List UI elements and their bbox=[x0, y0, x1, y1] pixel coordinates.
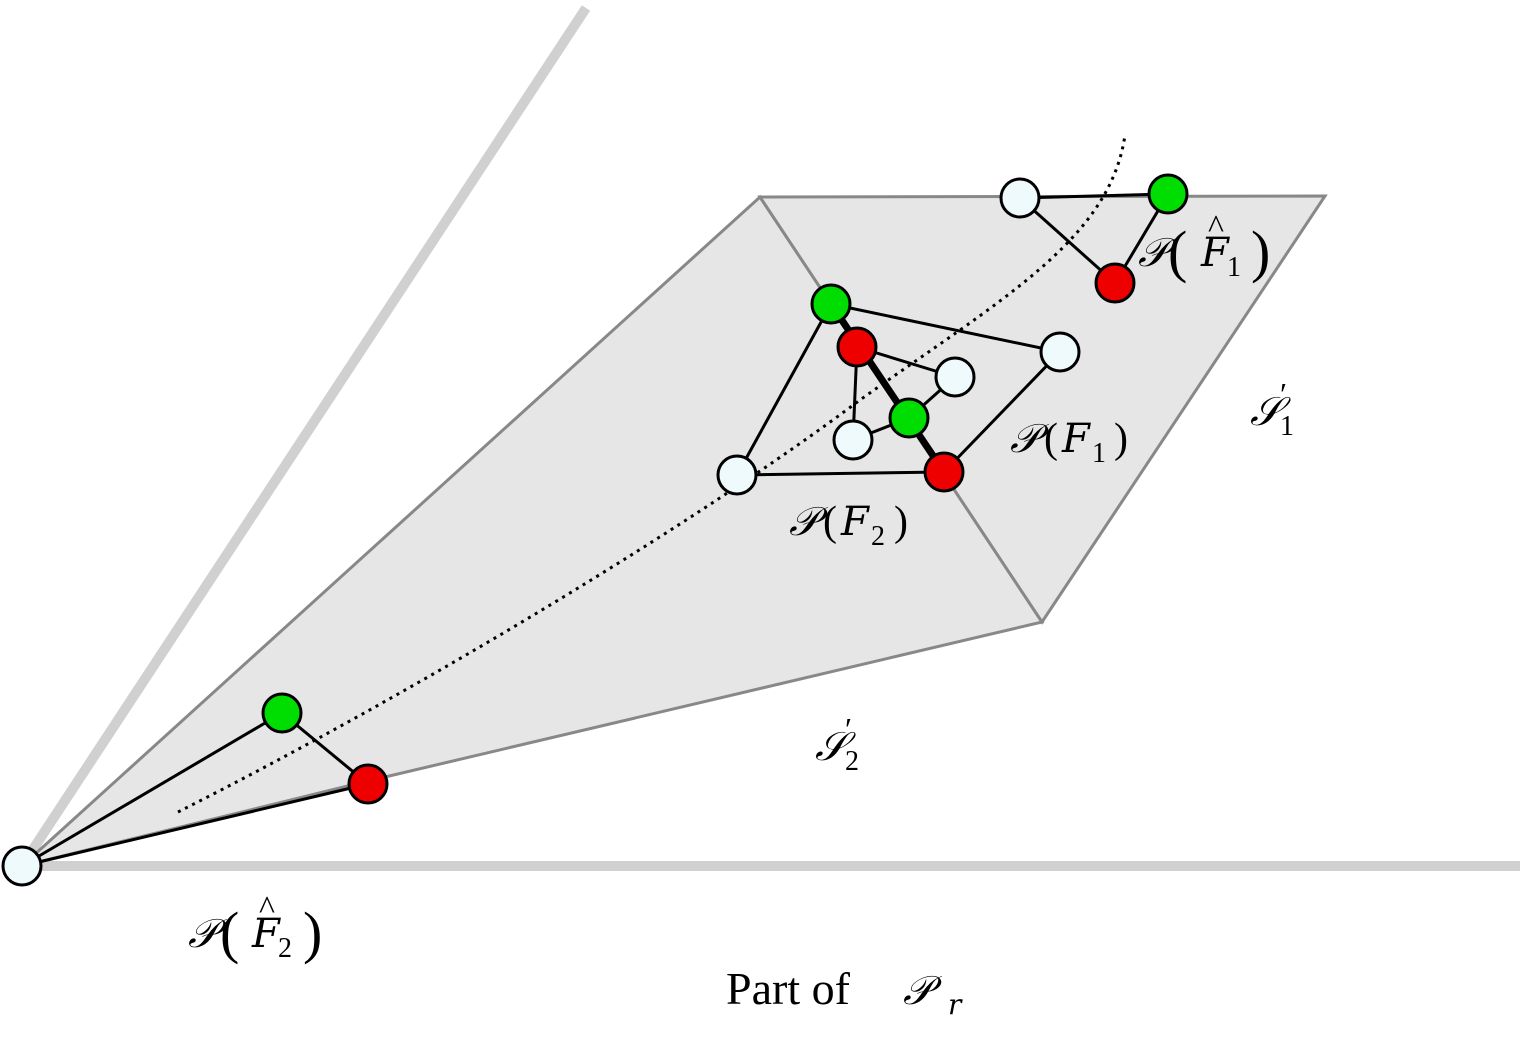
label-sub: 1 bbox=[1280, 411, 1294, 442]
label-var: F bbox=[1200, 230, 1230, 276]
p-f2-edges bbox=[735, 302, 1062, 477]
label-open-paren: ( bbox=[823, 499, 837, 545]
node-red-f-hat-1 bbox=[1094, 262, 1136, 304]
label-p-f1: 𝒫 ( F 1 ) bbox=[1010, 416, 1128, 469]
label-close-paren: ) bbox=[894, 499, 908, 545]
label-var: F bbox=[1061, 416, 1091, 462]
label-var: F bbox=[251, 911, 281, 957]
node-green-f-hat-2 bbox=[261, 692, 303, 734]
label-open-paren: ( bbox=[1044, 416, 1058, 462]
node-red-f1 bbox=[836, 326, 878, 368]
boundary-ray-upper bbox=[17, 5, 591, 869]
label-sub: 2 bbox=[278, 933, 292, 964]
node-green-f1 bbox=[888, 397, 930, 439]
dotted-curve bbox=[177, 134, 1127, 814]
label-close-paren: ) bbox=[303, 900, 322, 965]
label-s1: 𝒮 ′ 1 bbox=[1250, 376, 1294, 442]
node-white-f2-left bbox=[716, 454, 758, 496]
label-sub: 1 bbox=[1227, 252, 1241, 283]
label-script: 𝒫 bbox=[903, 968, 943, 1014]
label-var: F bbox=[840, 499, 870, 545]
node-white-f1-top bbox=[934, 356, 976, 398]
label-close-paren: ) bbox=[1114, 416, 1128, 462]
label-hat: ^ bbox=[259, 890, 275, 927]
label-p-f2: 𝒫 ( F 2 ) bbox=[789, 499, 908, 552]
node-white-f2-right bbox=[1039, 331, 1081, 373]
label-p-f-hat-1: 𝒫 ( F ^ 1 ) bbox=[1138, 209, 1270, 284]
node-red-f-hat-2 bbox=[347, 763, 389, 805]
label-p-f-hat-2: 𝒫 ( F ^ 2 ) bbox=[188, 890, 322, 965]
node-green-f-hat-1 bbox=[1147, 173, 1189, 215]
label-sub: 2 bbox=[845, 746, 859, 777]
node-white-f1-left bbox=[832, 419, 874, 461]
label-s2: 𝒮 ′ 2 bbox=[815, 711, 859, 777]
label-part-of-pr: Part of 𝒫 r bbox=[726, 963, 963, 1021]
label-open-paren: ( bbox=[1168, 219, 1187, 284]
label-sub: 2 bbox=[871, 521, 885, 552]
label-prime: ′ bbox=[845, 711, 852, 747]
label-sub: 1 bbox=[1092, 438, 1106, 469]
node-white-f-hat-1 bbox=[999, 177, 1041, 219]
label-open-paren: ( bbox=[220, 900, 239, 965]
label-text: Part of bbox=[726, 963, 851, 1014]
label-prime: ′ bbox=[1280, 376, 1287, 412]
label-sub: r bbox=[948, 988, 963, 1021]
node-green-f2 bbox=[810, 283, 852, 325]
label-hat: ^ bbox=[1208, 209, 1224, 246]
label-close-paren: ) bbox=[1251, 219, 1270, 284]
apex-node bbox=[1, 845, 43, 887]
node-red-f2 bbox=[923, 451, 965, 493]
